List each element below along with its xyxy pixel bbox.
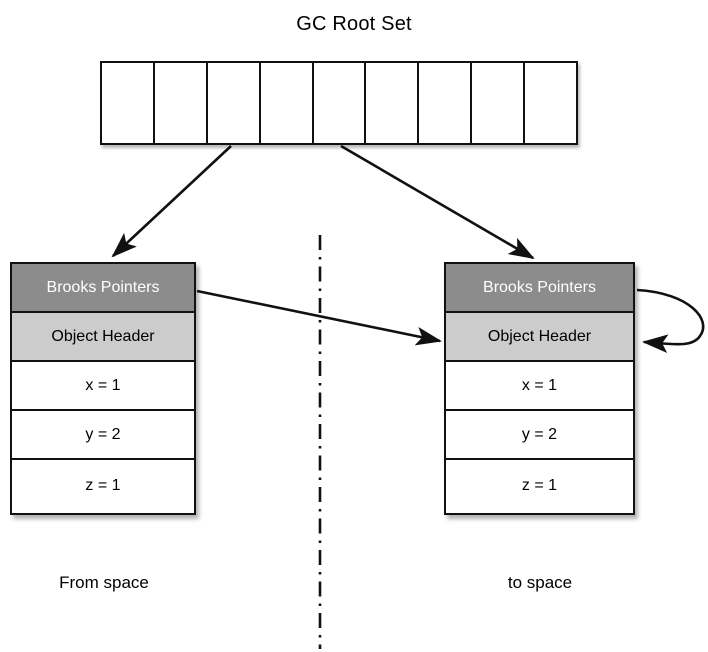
page-title: GC Root Set	[296, 13, 412, 35]
gc-root-set	[100, 61, 578, 145]
arrow-root-to-to-object	[340, 144, 535, 260]
gc-root-set-cell-8[interactable]	[472, 63, 526, 143]
from-object-row-brooks-pointers: Brooks Pointers	[12, 264, 194, 313]
gc-root-set-cell-4[interactable]	[260, 63, 314, 143]
from-object-row-x-1: x = 1	[12, 362, 194, 411]
from-object-row-z-1: z = 1	[12, 460, 194, 511]
gc-root-set-cell-1[interactable]	[102, 63, 155, 143]
gc-root-set-cell-2[interactable]	[154, 63, 208, 143]
gc-root-set-cell-3[interactable]	[207, 63, 261, 143]
to-object-row-z-1: z = 1	[446, 460, 633, 511]
to-object-row-brooks-pointers: Brooks Pointers	[446, 264, 633, 313]
arrow-root-to-from-object	[111, 145, 232, 258]
arrow-to-brooks-self-loop	[636, 288, 705, 354]
to-object-row-y-2: y = 2	[446, 411, 633, 460]
gc-root-set-cell-9[interactable]	[525, 63, 577, 143]
from-space-label: From space	[59, 573, 149, 592]
arrow-from-brooks-to-to-header	[196, 289, 443, 346]
to-object-row-x-1: x = 1	[446, 362, 633, 411]
gc-root-set-cell-6[interactable]	[366, 63, 420, 143]
from-object-row-y-2: y = 2	[12, 411, 194, 460]
gc-root-set-cell-5[interactable]	[313, 63, 367, 143]
to-object-row-object-header: Object Header	[446, 313, 633, 362]
from-object-row-object-header: Object Header	[12, 313, 194, 362]
to-space-label: to space	[507, 573, 573, 592]
gc-root-set-cell-7[interactable]	[419, 63, 473, 143]
